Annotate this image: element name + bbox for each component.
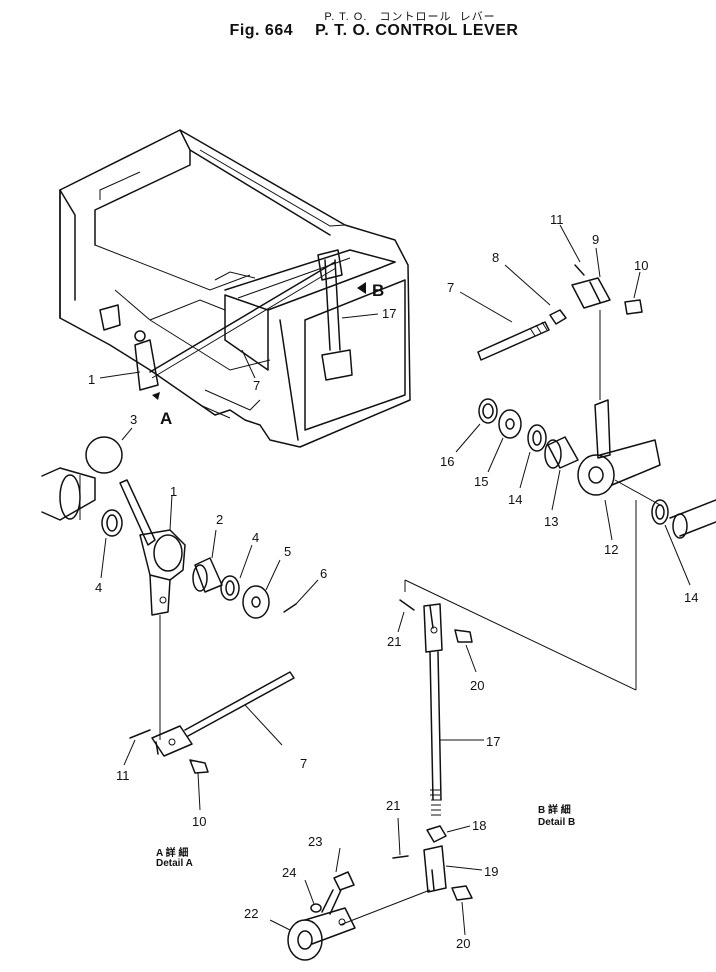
view-b-label: B	[372, 281, 384, 300]
detail-b-jp: B 詳 細	[538, 803, 571, 816]
callout-6: 6	[320, 566, 327, 581]
callout-20-bottom: 20	[456, 936, 470, 951]
callout-14-a: 14	[508, 492, 522, 507]
callout-5: 5	[284, 544, 291, 559]
callout-13: 13	[544, 514, 558, 529]
callout-labels: 1 7 17 3 1 2 4 4 5 6 11 10 7 11 9 8 10 7…	[88, 212, 698, 951]
detail-a-en: Detail A	[156, 858, 193, 869]
machine-housing	[59, 129, 411, 448]
callout-21-top: 21	[387, 634, 401, 649]
callout-24: 24	[282, 865, 296, 880]
callout-7-top: 7	[253, 378, 260, 393]
figure-title: P. T. O. CONTROL LEVER	[315, 22, 519, 39]
callout-1: 1	[170, 484, 177, 499]
callout-11-a: 11	[116, 768, 130, 783]
callout-8: 8	[492, 250, 499, 265]
header-title-line: Fig. 664 P. T. O. CONTROL LEVER	[16, 22, 716, 40]
detail-b-lower-assembly	[269, 599, 484, 961]
callout-17-top: 17	[382, 306, 396, 321]
view-a-label: A	[160, 409, 172, 428]
callout-17: 17	[486, 734, 500, 749]
callout-19: 19	[484, 864, 498, 879]
callout-11-b: 11	[550, 212, 564, 227]
callout-23: 23	[308, 834, 322, 849]
callout-3: 3	[130, 412, 137, 427]
view-b-marker: B	[357, 281, 384, 300]
callout-22: 22	[244, 906, 258, 921]
figure-number: Fig. 664	[229, 22, 294, 39]
callout-9: 9	[592, 232, 599, 247]
detail-a-jp: A 詳 細	[156, 846, 188, 859]
detail-b-upper-assembly	[404, 224, 716, 691]
callout-10-b: 10	[634, 258, 648, 273]
header-subtitle-jp: P. T. O. コントロール レバー	[324, 11, 496, 23]
callout-12: 12	[604, 542, 618, 557]
callout-15: 15	[474, 474, 488, 489]
detail-b-en: Detail B	[538, 817, 575, 828]
callout-14-b: 14	[684, 590, 698, 605]
callout-7-b: 7	[447, 280, 454, 295]
callout-1-top: 1	[88, 372, 95, 387]
callout-21-bottom: 21	[386, 798, 400, 813]
callout-4-left: 4	[95, 580, 102, 595]
callout-10-a: 10	[192, 814, 206, 829]
view-a-marker: A	[152, 392, 172, 428]
callout-20-top: 20	[470, 678, 484, 693]
callout-16: 16	[440, 454, 454, 469]
callout-7-a: 7	[300, 756, 307, 771]
callout-4-right: 4	[252, 530, 259, 545]
detail-a-assembly	[41, 427, 319, 811]
callout-2: 2	[216, 512, 223, 527]
callout-18: 18	[472, 818, 486, 833]
